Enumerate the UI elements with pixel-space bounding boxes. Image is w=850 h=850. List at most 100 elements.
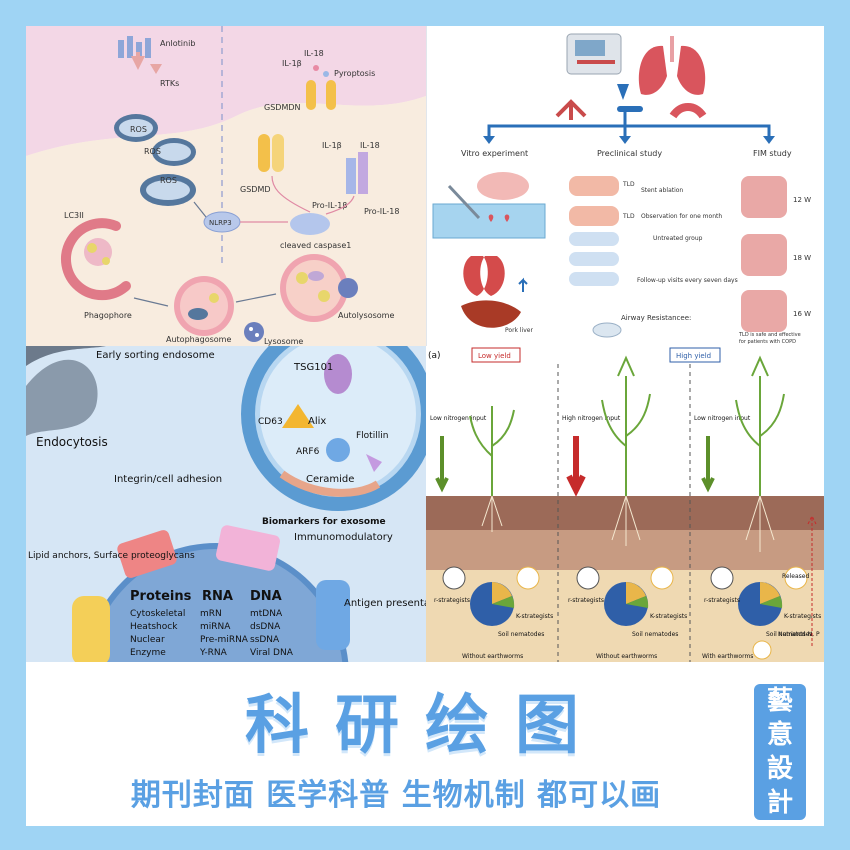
label-soil-nematodes: Soil nematodes bbox=[632, 631, 678, 638]
label-gsdmd: GSDMD bbox=[240, 185, 271, 194]
promo-banner: 科研绘图 期刊封面 医学科普 生物机制 都可以画 藝 意 設 計 bbox=[26, 662, 824, 826]
panel-soil-nematodes: (a) Low yield High yield Low nitrogen in… bbox=[426, 346, 824, 662]
label-fim: FIM study bbox=[753, 149, 792, 158]
airway-icons bbox=[555, 99, 707, 120]
protein-item: Cytoskeletal bbox=[130, 609, 185, 619]
banner-subtitle: 期刊封面 医学科普 生物机制 都可以画 bbox=[130, 778, 662, 813]
label-panel-tag: (a) bbox=[428, 351, 441, 361]
vesicle-membrane-icon bbox=[83, 543, 349, 662]
banner-title: 科研绘图 bbox=[245, 689, 605, 763]
collage-card: Anlotinib RTKs ROS ROS ROS LC3II Phagoph… bbox=[26, 26, 824, 826]
cytokine-dot bbox=[323, 71, 329, 77]
lungs-in-tank-icon bbox=[488, 214, 510, 222]
label-pro-il1b: Pro-IL-1β bbox=[312, 201, 347, 210]
heading-rna: RNA bbox=[202, 589, 233, 604]
anlotinib-icon bbox=[118, 36, 151, 58]
seal-char: 計 bbox=[766, 788, 793, 818]
caspase-icon bbox=[290, 213, 330, 235]
brand-seal-logo: 藝 意 設 計 bbox=[754, 684, 806, 820]
label-il1b-top: IL-1β bbox=[282, 59, 302, 68]
gsdmdn-pore-icon bbox=[306, 80, 336, 110]
patient-group-icons bbox=[741, 176, 787, 332]
phagophore-icon bbox=[61, 218, 131, 301]
label-anlotinib: Anlotinib bbox=[160, 39, 195, 48]
label-rtks: RTKs bbox=[160, 79, 179, 88]
flow-arrowheads bbox=[483, 136, 775, 144]
label-18w: 18 W bbox=[793, 254, 811, 262]
label-k-strategists: K-strategists bbox=[784, 613, 821, 620]
low-yield-box bbox=[471, 347, 521, 363]
label-il1b-mid: IL-1β bbox=[322, 141, 342, 150]
seal-char: 設 bbox=[766, 754, 793, 784]
label-arf6: ARF6 bbox=[296, 447, 320, 457]
label-soil-nematodes: Soil nematodes bbox=[766, 631, 812, 638]
label-without-earthworms: Without earthworms bbox=[462, 653, 523, 660]
flotillin-icon bbox=[366, 454, 382, 472]
rna-item: Pre-miRNA bbox=[200, 635, 249, 645]
pig-group-icons bbox=[569, 176, 619, 286]
label-lc3ii: LC3II bbox=[64, 211, 84, 220]
pro-il-icon bbox=[346, 152, 368, 194]
arrow bbox=[133, 297, 169, 307]
low-n-arrow-icon bbox=[701, 436, 715, 493]
label-il18-top: IL-18 bbox=[304, 49, 324, 58]
rna-item: miRNA bbox=[200, 622, 231, 632]
label-r-strategists: r-strategists bbox=[704, 597, 740, 604]
seal-char: 藝 bbox=[766, 686, 793, 716]
label-lysosome: Lysosome bbox=[264, 337, 303, 346]
label-alix: Alix bbox=[308, 416, 326, 427]
lungs-specimen-icon bbox=[463, 256, 505, 296]
autophagosome-icon bbox=[174, 276, 234, 336]
pork-liver-icon bbox=[461, 300, 521, 328]
label-tld-2: TLD bbox=[622, 213, 635, 220]
label-autophagosome: Autophagosome bbox=[166, 335, 231, 344]
label-early-sorting: Early sorting endosome bbox=[96, 350, 215, 361]
autolysosome-icon bbox=[280, 254, 358, 322]
label-ros-1: ROS bbox=[130, 125, 147, 134]
gsdmd-icon bbox=[258, 134, 284, 172]
label-ros-2: ROS bbox=[144, 147, 161, 156]
integrin-icon bbox=[117, 530, 177, 578]
label-pro-il18: Pro-IL-18 bbox=[364, 207, 399, 216]
strategist-circle-icon bbox=[442, 566, 808, 660]
heading-dna: DNA bbox=[250, 589, 282, 604]
label-autolysosome: Autolysosome bbox=[338, 311, 394, 320]
label-ros-3: ROS bbox=[160, 176, 177, 185]
label-r-strategists: r-strategists bbox=[434, 597, 470, 604]
label-soil-nematodes: Soil nematodes bbox=[498, 631, 544, 638]
mitochondria-icon bbox=[114, 114, 196, 206]
wheat-plant-icon bbox=[469, 355, 785, 496]
rtk-receptor-icon bbox=[131, 52, 162, 74]
water-tank bbox=[432, 203, 546, 239]
label-released: Released bbox=[782, 573, 809, 580]
label-vitro: Vitro experiment bbox=[461, 149, 528, 158]
label-integrin: Integrin/cell adhesion bbox=[114, 474, 222, 485]
soil-diagram: (a) Low yield High yield Low nitrogen in… bbox=[426, 346, 824, 662]
label-lipid: Lipid anchors, Surface proteoglycans bbox=[28, 551, 195, 561]
seal-char: 意 bbox=[766, 720, 793, 750]
arrow bbox=[235, 293, 277, 303]
label-airway: Airway Resistancee: bbox=[621, 314, 691, 322]
label-antigen: Antigen presentation bbox=[344, 598, 426, 609]
dna-item: ssDNA bbox=[250, 635, 280, 645]
exosome-vesicle-icon bbox=[241, 346, 426, 511]
tsg101-icon bbox=[324, 354, 352, 394]
endosome-shape bbox=[26, 359, 98, 436]
ablation-device-icon bbox=[566, 33, 622, 75]
immunomodulatory-icon bbox=[216, 525, 280, 571]
label-nutrients: Nutrients N, P bbox=[778, 631, 820, 638]
low-n-arrow-icon bbox=[435, 436, 449, 493]
exosome-diagram: Early sorting endosome Endocytosis TSG10… bbox=[26, 346, 426, 662]
protein-item: Heatshock bbox=[130, 622, 178, 632]
ceramide-icon bbox=[279, 470, 381, 497]
arf6-icon bbox=[326, 438, 350, 462]
label-gsdmdn: GSDMDN bbox=[264, 103, 301, 112]
cytokine-dot bbox=[313, 65, 319, 71]
animal-icon bbox=[592, 322, 622, 338]
high-n-arrow-icon bbox=[566, 436, 586, 497]
label-tld-2-note: Observation for one month bbox=[641, 213, 722, 220]
high-yield-box bbox=[669, 347, 721, 363]
label-immunomodulatory: Immunomodulatory bbox=[294, 532, 393, 543]
panel-copd-study: Vitro experiment Preclinical study FIM s… bbox=[426, 26, 824, 346]
nutrient-flow-arrow bbox=[807, 514, 817, 646]
